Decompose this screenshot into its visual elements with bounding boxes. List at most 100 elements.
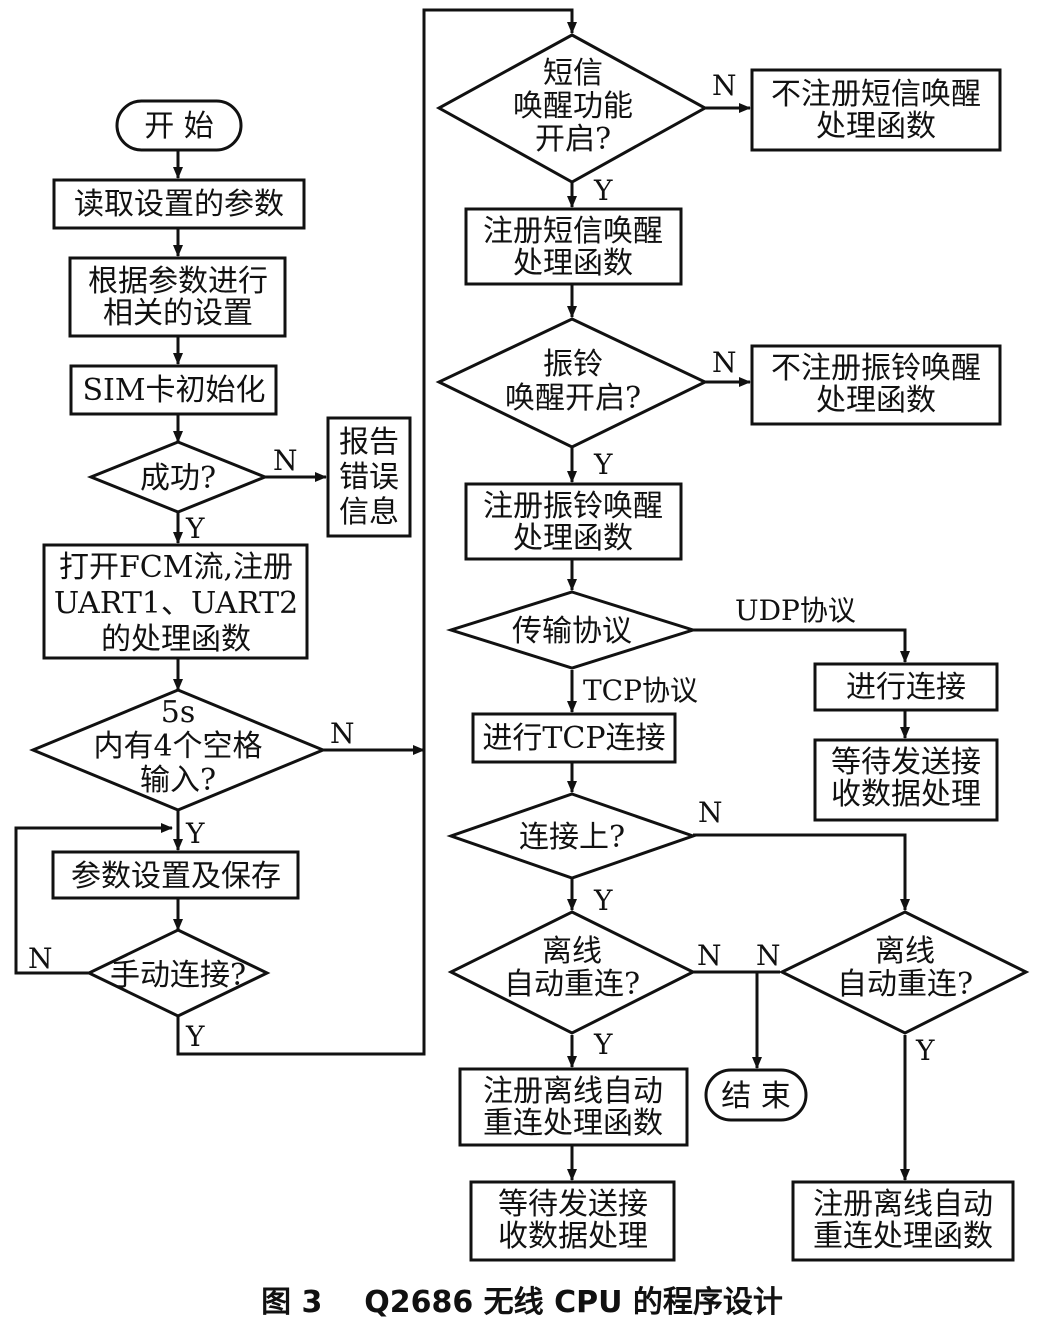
edge-manual-yes <box>176 8 577 1056</box>
open-fcm-line-1: 打开FCM流,注册 <box>59 550 293 585</box>
reg-offline-box-1 <box>458 1067 689 1147</box>
manual-connect-decision <box>85 928 271 1018</box>
edge-manual-no-loop <box>14 823 173 975</box>
success-yes-label: Y <box>185 512 205 545</box>
offline-q2-line-1: 离线 <box>875 934 935 969</box>
ring-no-label: N <box>712 346 737 379</box>
ring-wake-label: 振铃唤醒开启? <box>505 347 641 416</box>
udp-label: UDP协议 <box>735 594 856 627</box>
report-error-line-2: 错误 <box>339 460 399 495</box>
connected-q-line-1: 连接上? <box>519 820 625 855</box>
sim-init-box <box>69 364 278 416</box>
report-error-line-3: 信息 <box>339 495 399 530</box>
connectors <box>14 8 910 1181</box>
param-save-line-1: 参数设置及保存 <box>71 859 281 894</box>
sim-init-line-1: SIM卡初始化 <box>82 373 265 408</box>
offline1-no-label: N <box>697 939 722 972</box>
sms-wake-label: 短信唤醒功能开启? <box>513 56 633 157</box>
no-sms-label: 不注册短信唤醒处理函数 <box>771 77 981 144</box>
report-error-label: 报告错误信息 <box>339 425 399 530</box>
manual-yes-label: Y <box>185 1020 205 1053</box>
udp-connect-label: 进行连接 <box>846 670 966 705</box>
reg-ring-line-1: 注册振铃唤醒 <box>483 489 663 524</box>
shapes <box>29 33 1030 1262</box>
sms-q-line-2: 唤醒功能 <box>513 89 633 124</box>
edge-proto-udp <box>693 628 910 663</box>
sms-no-label: N <box>712 69 737 102</box>
tcp-label: TCP协议 <box>583 674 698 707</box>
protocol-label: 传输协议 <box>512 614 632 649</box>
reg-ring-label: 注册振铃唤醒处理函数 <box>483 489 663 556</box>
edge-offline1-no <box>693 970 762 1069</box>
manual-connect-label: 手动连接? <box>110 958 246 993</box>
open-fcm-line-2: UART1、UART2 <box>54 586 298 621</box>
success-q-line-1: 成功? <box>140 461 216 496</box>
reg-sms-line-1: 注册短信唤醒 <box>483 214 663 249</box>
success-decision <box>86 440 270 514</box>
ring-q-line-2: 唤醒开启? <box>505 381 641 416</box>
reg-sms-label: 注册短信唤醒处理函数 <box>483 214 663 281</box>
reg-ring-line-2: 处理函数 <box>513 521 633 556</box>
offline-q1-line-2: 自动重连? <box>504 967 640 1002</box>
proto-q-line-1: 传输协议 <box>512 614 632 649</box>
no-sms-line-1: 不注册短信唤醒 <box>771 77 981 112</box>
start-line-1: 开 始 <box>144 109 214 144</box>
wait-data-box <box>469 1180 676 1262</box>
space-yes-label: Y <box>185 817 205 850</box>
offline-reconnect-label-1: 离线自动重连? <box>504 934 640 1002</box>
success-no-label: N <box>273 444 298 477</box>
manual-q-line-1: 手动连接? <box>110 958 246 993</box>
offline-q1-line-1: 离线 <box>542 934 602 969</box>
udp-wait-line-1: 等待发送接 <box>831 745 981 780</box>
udp-wait-box <box>813 738 999 822</box>
read-params-box <box>52 178 306 230</box>
reg-sms-line-2: 处理函数 <box>513 246 633 281</box>
ring-wake-decision <box>435 317 709 449</box>
udp-connect-line-1: 进行连接 <box>846 670 966 705</box>
ring-q-line-1: 振铃 <box>543 347 603 382</box>
sms-q-line-1: 短信 <box>543 56 603 91</box>
edge-connected-no <box>693 833 910 911</box>
space-input-decision <box>29 688 327 812</box>
report-error-line-1: 报告 <box>339 425 399 460</box>
offline2-no-label: N <box>756 939 781 972</box>
node-texts: 开 始 读取设置的参数 根据参数进行相关的设置 SIM卡初始化 成功? 报告错误… <box>54 56 993 1254</box>
reg-offline1-line-1: 注册离线自动 <box>483 1074 663 1109</box>
space-q-line-2: 内有4个空格 <box>93 729 262 764</box>
sim-init-label: SIM卡初始化 <box>82 373 265 408</box>
no-sms-line-2: 处理函数 <box>816 109 936 144</box>
udp-wait-label: 等待发送接收数据处理 <box>831 745 981 812</box>
ring-yes-label: Y <box>593 448 613 481</box>
sms-q-line-3: 开启? <box>535 122 611 157</box>
param-save-label: 参数设置及保存 <box>71 859 281 894</box>
param-save-box <box>51 850 300 900</box>
config-label: 根据参数进行相关的设置 <box>88 264 268 331</box>
open-fcm-box <box>42 543 309 660</box>
no-ring-line-2: 处理函数 <box>816 383 936 418</box>
no-ring-box <box>750 344 1002 426</box>
config-line-2: 相关的设置 <box>103 296 253 331</box>
end-terminal <box>704 1068 808 1122</box>
end-label: 结 束 <box>721 1079 791 1114</box>
report-error-box <box>326 416 412 538</box>
open-fcm-line-3: 的处理函数 <box>101 622 251 657</box>
reg-offline-label-1: 注册离线自动重连处理函数 <box>483 1074 663 1141</box>
offline-q2-line-2: 自动重连? <box>837 967 973 1002</box>
config-box <box>68 256 287 338</box>
sms-wake-decision <box>435 33 709 184</box>
read-params-line-1: 读取设置的参数 <box>74 187 284 222</box>
wait-data-line-2: 收数据处理 <box>498 1219 648 1254</box>
sms-yes-label: Y <box>593 174 613 207</box>
start-terminal <box>115 99 243 152</box>
wait-data-label: 等待发送接收数据处理 <box>498 1187 648 1254</box>
end-line-1: 结 束 <box>721 1079 791 1114</box>
no-sms-box <box>750 68 1002 152</box>
reg-ring-box <box>464 482 683 561</box>
reg-offline2-line-1: 注册离线自动 <box>813 1187 993 1222</box>
tcp-connect-label: 进行TCP连接 <box>482 721 665 756</box>
offline2-yes-label: Y <box>915 1034 935 1067</box>
